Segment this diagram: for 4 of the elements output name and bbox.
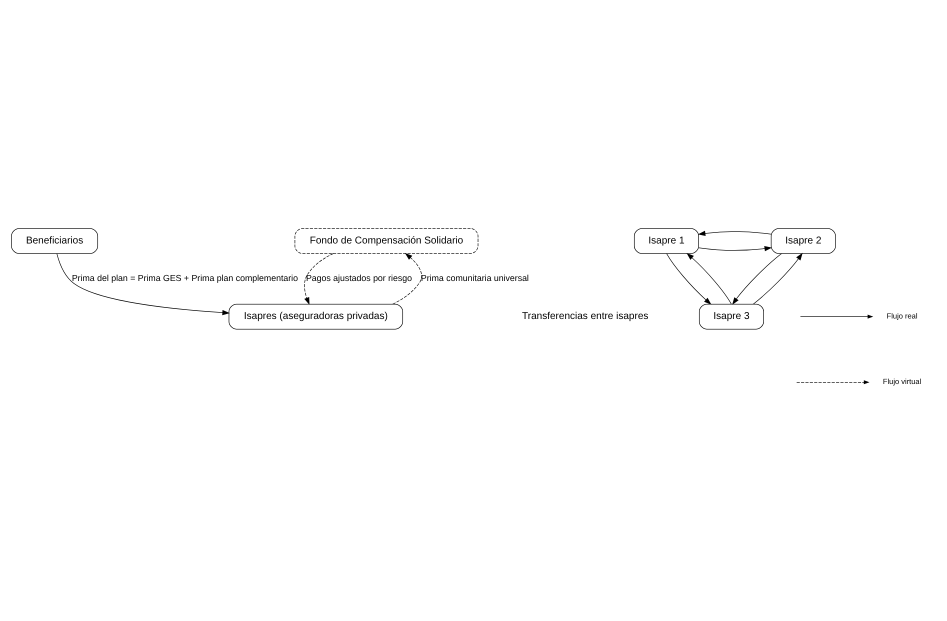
edge-label: Prima del plan = Prima GES + Prima plan complementario	[72, 272, 298, 283]
edge-label: Pagos ajustados por riesgo	[306, 272, 412, 283]
edge-label: Prima comunitaria universal	[420, 272, 529, 283]
label: Transferencias entre isapres	[522, 310, 648, 322]
